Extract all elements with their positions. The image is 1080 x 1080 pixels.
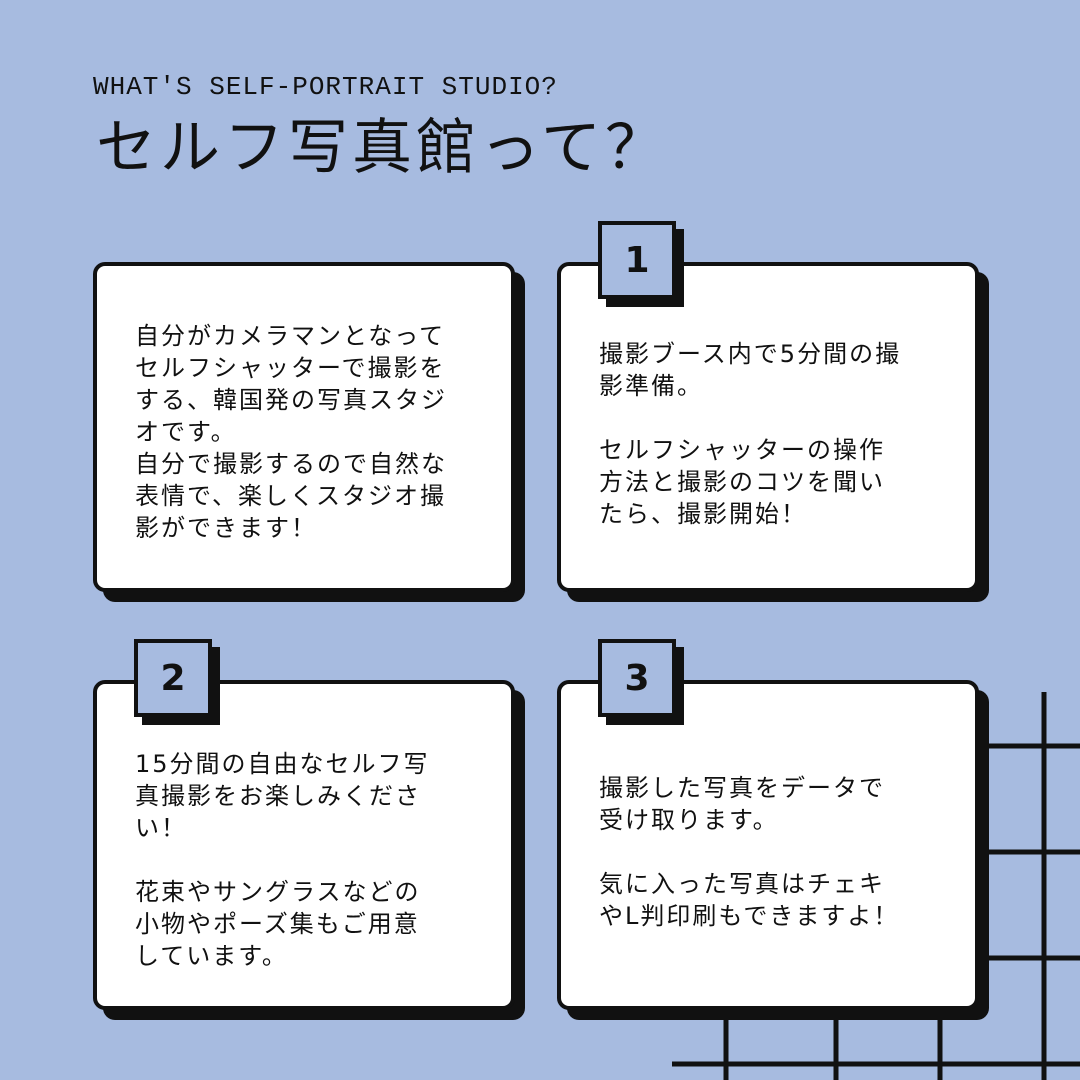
step3-text: 撮影した写真をデータで 受け取ります。 気に入った写真はチェキ やL判印刷もでき… bbox=[599, 774, 900, 930]
page-title: セルフ写真館って？ bbox=[96, 113, 669, 183]
eyebrow-heading: WHAT'S SELF-PORTRAIT STUDIO? bbox=[93, 72, 558, 102]
step3-card: 撮影した写真をデータで 受け取ります。 気に入った写真はチェキ やL判印刷もでき… bbox=[557, 680, 979, 1010]
step2-card: 15分間の自由なセルフ写 真撮影をお楽しみくださ い！ 花束やサングラスなどの … bbox=[93, 680, 515, 1010]
step1-card: 撮影ブース内で5分間の撮 影準備。 セルフシャッターの操作 方法と撮影のコツを聞… bbox=[557, 262, 979, 592]
step3-number-badge: 3 bbox=[598, 639, 676, 717]
step1-text: 撮影ブース内で5分間の撮 影準備。 セルフシャッターの操作 方法と撮影のコツを聞… bbox=[599, 340, 902, 528]
intro-card: 自分がカメラマンとなって セルフシャッターで撮影を する、韓国発の写真スタジ オ… bbox=[93, 262, 515, 592]
step2-number-badge: 2 bbox=[134, 639, 212, 717]
intro-text: 自分がカメラマンとなって セルフシャッターで撮影を する、韓国発の写真スタジ オ… bbox=[135, 322, 447, 542]
step1-number-badge: 1 bbox=[598, 221, 676, 299]
step2-text: 15分間の自由なセルフ写 真撮影をお楽しみくださ い！ 花束やサングラスなどの … bbox=[135, 750, 430, 970]
